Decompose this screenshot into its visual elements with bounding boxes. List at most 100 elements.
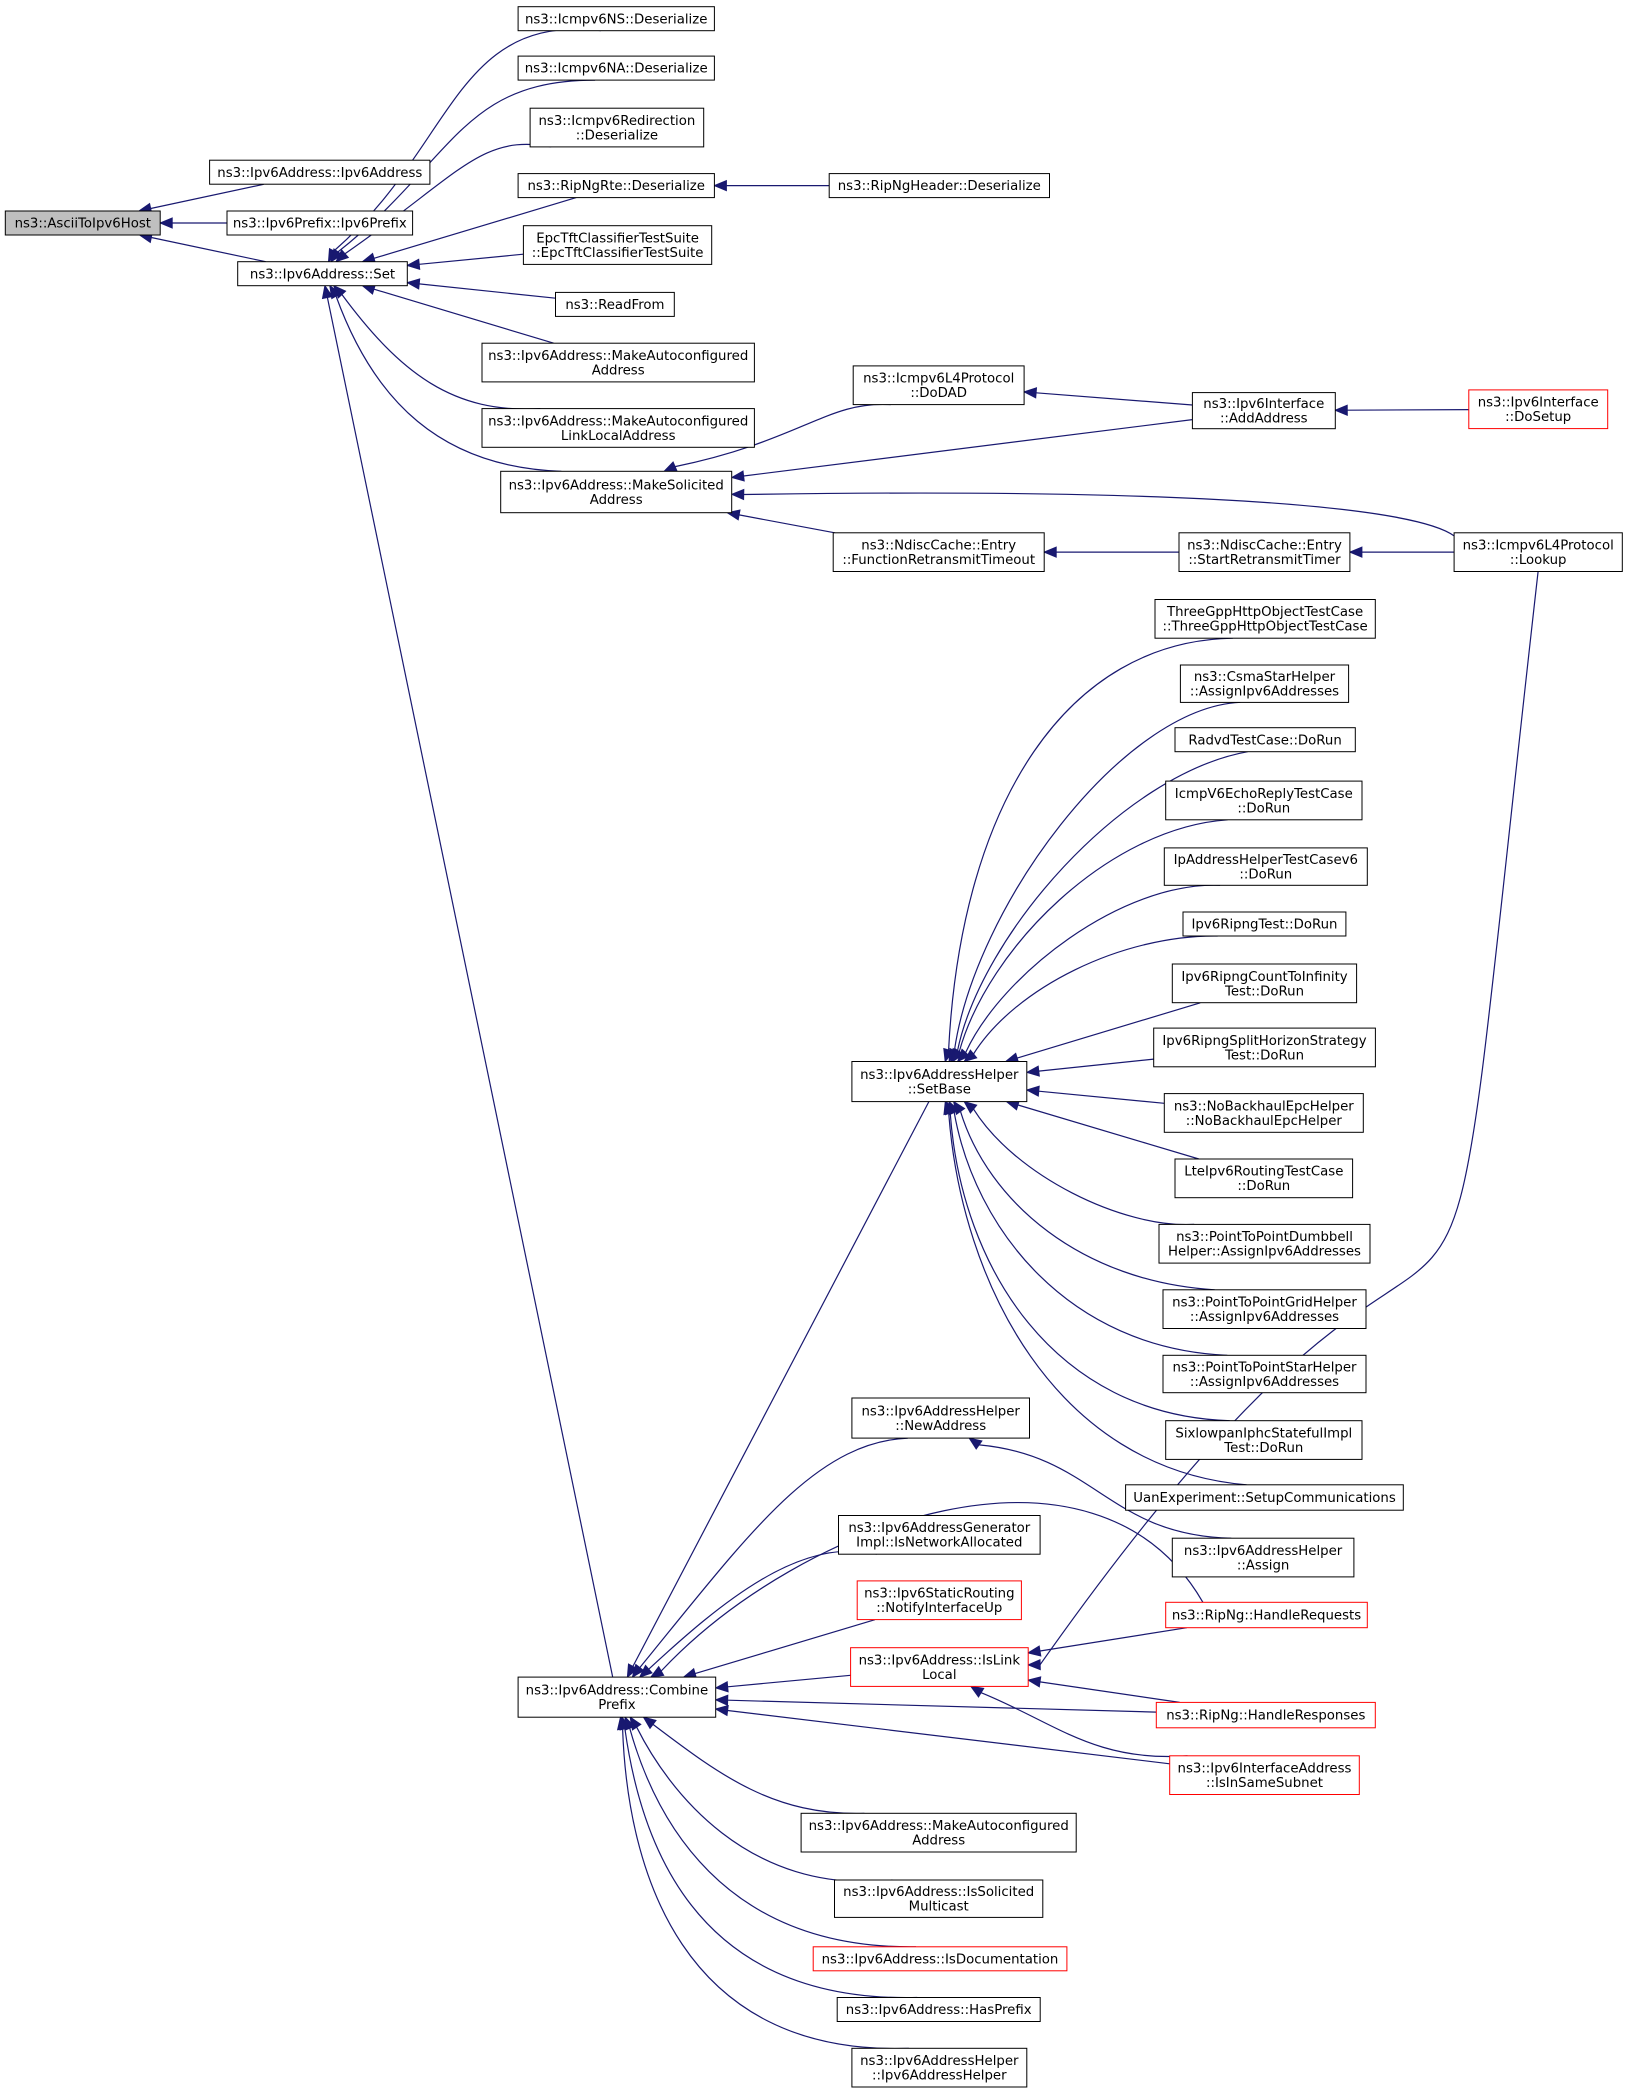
- function-node[interactable]: ns3::Icmpv6L4Protocol::DoDAD: [852, 365, 1025, 406]
- node-box: [1165, 780, 1363, 821]
- node-label: ns3::RipNgHeader::Deserialize: [838, 179, 1041, 194]
- function-node[interactable]: IpAddressHelperTestCasev6::DoRun: [1163, 847, 1368, 886]
- function-node[interactable]: ns3::Icmpv6L4Protocol::Lookup: [1453, 532, 1623, 572]
- function-node[interactable]: ns3::Ipv6AddressHelper::SetBase: [851, 1061, 1028, 1103]
- edge-arrowhead: [730, 470, 745, 482]
- node-box: [1165, 1420, 1363, 1460]
- call-edge: [1039, 1681, 1180, 1703]
- edge-arrowhead: [335, 249, 350, 263]
- node-label: ns3::Ipv6AddressHelper: [1184, 1544, 1343, 1559]
- function-node[interactable]: ns3::PointToPointGridHelper::AssignIpv6A…: [1162, 1289, 1367, 1330]
- function-node[interactable]: ns3::CsmaStarHelper::AssignIpv6Addresses: [1179, 664, 1350, 703]
- node-label: IpAddressHelperTestCasev6: [1174, 853, 1358, 868]
- function-node[interactable]: ns3::Ipv6Interface::DoSetup: [1468, 389, 1609, 430]
- function-node[interactable]: ns3::Ipv6Address::MakeAutoconfiguredLink…: [481, 408, 755, 448]
- function-node[interactable]: ns3::Icmpv6NS::Deserialize: [517, 6, 715, 32]
- call-edge: [958, 819, 1228, 1052]
- function-node[interactable]: ns3::ReadFrom: [555, 291, 675, 317]
- function-node[interactable]: ns3::Ipv6AddressHelper::Ipv6AddressHelpe…: [851, 2047, 1028, 2088]
- node-label: ns3::PointToPointStarHelper: [1172, 1360, 1357, 1375]
- function-node[interactable]: ns3::RipNgHeader::Deserialize: [828, 173, 1051, 199]
- function-node[interactable]: ns3::Ipv6StaticRouting::NotifyInterfaceU…: [856, 1580, 1022, 1621]
- node-box: [529, 107, 705, 148]
- function-node[interactable]: ns3::Ipv6Address::Set: [237, 261, 408, 287]
- node-box: [851, 1061, 1028, 1103]
- node-label: Test::DoRun: [1224, 984, 1304, 999]
- function-node[interactable]: ns3::Ipv6Address::Ipv6Address: [209, 159, 431, 185]
- function-node[interactable]: IcmpV6EchoReplyTestCase::DoRun: [1165, 780, 1363, 821]
- node-box: [1163, 847, 1368, 886]
- call-edge: [660, 1502, 1204, 1672]
- function-node[interactable]: ns3::PointToPointDumbbellHelper::AssignI…: [1158, 1223, 1371, 1264]
- node-label: ns3::Ipv6Address::MakeAutoconfigured: [488, 414, 748, 429]
- node-label: ns3::Ipv6AddressGenerator: [848, 1521, 1030, 1536]
- function-node[interactable]: ns3::RipNg::HandleRequests: [1165, 1601, 1368, 1629]
- node-box: [1468, 389, 1609, 430]
- node-label: ns3::Ipv6Address::MakeAutoconfigured: [809, 1819, 1069, 1834]
- call-edge: [956, 751, 1248, 1052]
- node-label: LinkLocalAddress: [561, 429, 676, 444]
- edge-arrowhead: [1333, 404, 1348, 416]
- function-node[interactable]: ns3::Ipv6Address::HasPrefix: [836, 1997, 1041, 2022]
- node-box: [852, 365, 1025, 406]
- function-node[interactable]: ns3::Ipv6AddressHelper::NewAddress: [851, 1397, 1031, 1439]
- node-label: ns3::NdiscCache::Entry: [861, 539, 1016, 554]
- edge-arrowhead: [626, 1663, 639, 1679]
- node-label: ns3::Ipv6Address::IsLink: [859, 1653, 1021, 1668]
- function-node[interactable]: ns3::Ipv6InterfaceAddress::IsInSameSubne…: [1169, 1755, 1360, 1796]
- node-label: ns3::Ipv6Interface: [1478, 396, 1599, 411]
- function-node[interactable]: UanExperiment::SetupCommunications: [1125, 1484, 1404, 1511]
- edge-arrowhead: [713, 179, 727, 192]
- function-node[interactable]: ns3::NoBackhaulEpcHelper::NoBackhaulEpcH…: [1163, 1093, 1364, 1133]
- node-label: Impl::IsNetworkAllocated: [856, 1536, 1022, 1551]
- call-edge: [743, 492, 1455, 537]
- function-node[interactable]: ns3::Ipv6Address::IsDocumentation: [812, 1946, 1068, 1972]
- function-node[interactable]: ns3::PointToPointStarHelper::AssignIpv6A…: [1162, 1354, 1367, 1394]
- call-edge: [632, 1101, 930, 1667]
- function-node[interactable]: ns3::Ipv6AddressHelper::Assign: [1171, 1537, 1355, 1578]
- function-node[interactable]: ns3::RipNg::HandleResponses: [1155, 1701, 1376, 1729]
- node-box: [836, 1997, 1041, 2022]
- call-edge: [636, 1726, 893, 1883]
- function-node[interactable]: ns3::NdiscCache::Entry::FunctionRetransm…: [832, 532, 1045, 572]
- function-node[interactable]: ns3::NdiscCache::Entry::StartRetransmitT…: [1178, 532, 1351, 572]
- edge-arrowhead: [963, 1049, 978, 1063]
- node-label: ::FunctionRetransmitTimeout: [842, 553, 1035, 568]
- call-edge: [965, 884, 1221, 1053]
- function-node[interactable]: ns3::Ipv6Interface::AddAddress: [1191, 392, 1336, 430]
- node-box: [209, 159, 431, 185]
- call-edge: [953, 1112, 1228, 1356]
- function-node[interactable]: ns3::Icmpv6NA::Deserialize: [517, 55, 715, 81]
- function-node[interactable]: ns3::Ipv6AddressGeneratorImpl::IsNetwork…: [838, 1515, 1041, 1555]
- function-node[interactable]: ThreeGppHttpObjectTestCase::ThreeGppHttp…: [1154, 599, 1376, 639]
- call-edge: [373, 197, 577, 259]
- function-node[interactable]: ns3::RipNgRte::Deserialize: [517, 173, 715, 199]
- function-node[interactable]: ns3::Icmpv6Redirection::Deserialize: [529, 107, 705, 148]
- function-node[interactable]: RadvdTestCase::DoRun: [1174, 727, 1356, 753]
- function-node[interactable]: ns3::Ipv6Address::MakeAutoconfiguredAddr…: [800, 1812, 1077, 1853]
- call-edge: [694, 1619, 876, 1675]
- node-label: ::SetBase: [908, 1082, 971, 1097]
- function-node[interactable]: Ipv6RipngTest::DoRun: [1182, 911, 1347, 937]
- function-node[interactable]: EpcTftClassifierTestSuite::EpcTftClassif…: [522, 225, 713, 265]
- function-node[interactable]: ns3::Ipv6Prefix::Ipv6Prefix: [226, 210, 414, 236]
- edge-arrowhead: [956, 1048, 971, 1063]
- call-edge: [629, 1728, 917, 1948]
- call-edge: [972, 1108, 1195, 1226]
- function-node[interactable]: LteIpv6RoutingTestCase::DoRun: [1174, 1158, 1354, 1199]
- node-box: [828, 173, 1051, 199]
- node-box: [812, 1946, 1068, 1972]
- node-label: ::DoRun: [1239, 867, 1292, 882]
- call-edge: [1038, 1058, 1154, 1072]
- function-node[interactable]: ns3::Ipv6Address::MakeAutoconfiguredAddr…: [481, 342, 755, 383]
- node-box: [1191, 392, 1336, 430]
- node-box: [1162, 1289, 1367, 1330]
